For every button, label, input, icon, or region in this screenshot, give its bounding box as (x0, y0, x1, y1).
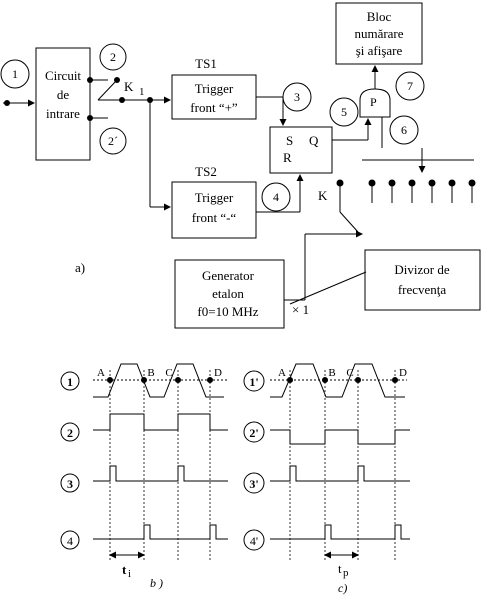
wave-1 (93, 363, 224, 398)
wave-2 (93, 413, 228, 431)
ts1-line1: Trigger (195, 81, 234, 96)
row-2p-label: 2' (249, 426, 258, 440)
ts2-line2: front “-“ (192, 210, 237, 225)
input-circuit-line3: intrare (46, 106, 80, 121)
trigger-ts2-block (171, 181, 257, 239)
row-4p-label: 4' (250, 534, 258, 548)
node-7-label: 7 (407, 79, 413, 93)
wave-3p (270, 465, 410, 482)
row-1p-label: 1' (249, 375, 258, 389)
part-a-label: a) (75, 260, 85, 275)
row-3-label: 3 (67, 477, 73, 491)
part-b-label: b ) (150, 576, 163, 590)
junction-dots (4, 77, 476, 187)
ti-label: t (122, 562, 127, 577)
wave-4 (93, 524, 228, 540)
wave-2p (270, 429, 410, 445)
ts1-name: TS1 (195, 56, 217, 71)
divider-line1: Divizor de (394, 262, 449, 277)
timing-crossing-dots (107, 377, 398, 383)
divider-line2: frecvenţa (398, 282, 447, 297)
selector-pins (371, 186, 473, 203)
input-circuit-block (35, 47, 91, 161)
row-1-label: 1 (67, 375, 73, 389)
ts2-line1: Trigger (195, 190, 234, 205)
point-d-right: D (399, 367, 407, 379)
row-4-label: 4 (67, 534, 73, 548)
switch-k-label: K (318, 188, 328, 203)
point-a-right: A (278, 367, 286, 379)
ts2-name: TS2 (195, 164, 217, 179)
wave-4p (270, 524, 410, 540)
row-2-label: 2 (67, 426, 73, 440)
divider-block (364, 249, 481, 311)
node-5-label: 5 (341, 105, 347, 119)
input-circuit-line2: de (57, 87, 70, 102)
tp-subscript: p (343, 567, 349, 579)
node-2p-circle (99, 127, 127, 155)
point-c-left: C (165, 367, 172, 379)
ti-subscript: i (128, 568, 131, 580)
flipflop-s: S (286, 133, 293, 148)
node-2p-label: 2ˊ (108, 134, 118, 148)
gate-label: P (370, 95, 377, 109)
switch-k1-label: K (124, 79, 134, 94)
gate-p (359, 88, 391, 118)
node-2-circle (99, 43, 127, 71)
generator-line2: etalon (212, 286, 244, 301)
node-4-label: 4 (273, 190, 279, 204)
node-5-circle (329, 97, 359, 127)
node-2-label: 2 (110, 50, 116, 64)
node-4-circle (261, 182, 291, 212)
node-7-circle (395, 71, 425, 101)
sr-flipflop-block (269, 126, 333, 174)
point-b-left: B (147, 367, 154, 379)
node-6-label: 6 (401, 123, 407, 137)
display-line2: numărare (354, 26, 403, 41)
point-b-right: B (328, 367, 335, 379)
generator-block (174, 259, 285, 329)
flipflop-q: Q (309, 133, 319, 148)
row-3p-label: 3' (249, 477, 258, 491)
part-c-label: c) (338, 581, 347, 595)
switch-k1-subscript: 1 (139, 86, 145, 98)
ts1-line2: front “+” (190, 100, 238, 115)
tp-label: t (338, 561, 342, 576)
point-a-left: A (97, 367, 105, 379)
node-6-circle (389, 115, 419, 145)
display-line1: Bloc (367, 9, 392, 24)
times-one-label: × 1 (292, 302, 309, 317)
node-1-circle (0, 59, 30, 89)
wave-3 (93, 465, 228, 482)
input-circuit-line1: Circuit (45, 68, 81, 83)
flipflop-r: R (283, 150, 292, 165)
point-d-left: D (214, 367, 222, 379)
point-c-right: C (346, 367, 353, 379)
node-1-label: 1 (12, 67, 18, 81)
generator-line1: Generator (202, 268, 255, 283)
node-3-label: 3 (294, 90, 300, 104)
generator-line3: f0=10 MHz (197, 304, 258, 319)
display-line3: şi afişare (356, 43, 403, 58)
display-counter-block (335, 2, 423, 65)
